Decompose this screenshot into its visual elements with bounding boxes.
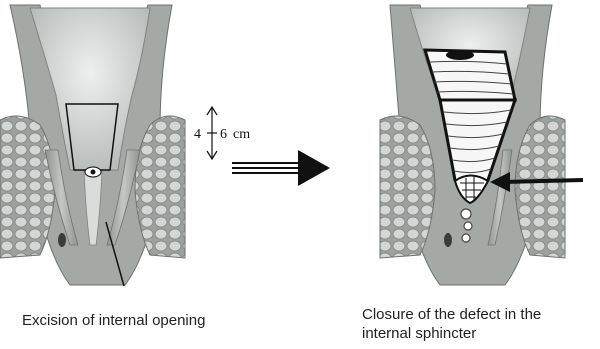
caption-left: Excision of internal opening [22, 311, 322, 330]
double-line-right-arrow-icon [232, 150, 330, 186]
right-anatomy-illustration [380, 5, 583, 285]
caption-right-line1: Closure of the defect in the [362, 305, 597, 324]
measurement-unit: cm [233, 127, 250, 142]
caption-right-line2: internal sphincter [362, 324, 597, 343]
caption-left-text: Excision of internal opening [22, 312, 205, 329]
measurement-indicator: 4 6 cm [194, 107, 250, 159]
caption-right: Closure of the defect in the internal sp… [362, 305, 597, 343]
measurement-low: 4 [194, 127, 201, 142]
measurement-high: 6 [220, 127, 227, 142]
left-anatomy-illustration [0, 5, 185, 286]
